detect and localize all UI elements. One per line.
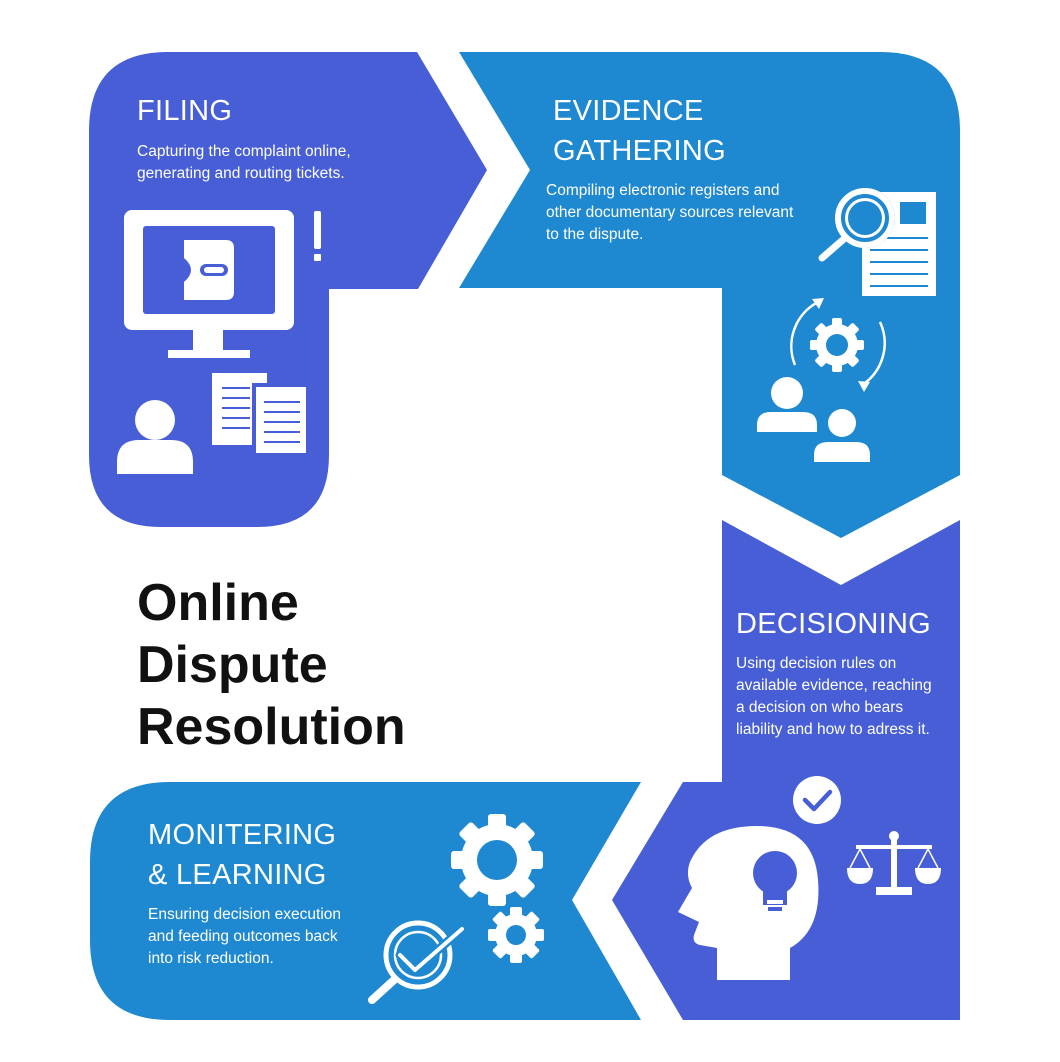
evidence-description: Compiling electronic registers and other… (546, 182, 794, 243)
filing-heading: FILING (137, 95, 233, 127)
head-lightbulb-icon (678, 826, 819, 980)
gear-cycle-icon (790, 298, 886, 392)
exclamation-icon (314, 211, 321, 261)
check-badge-icon (793, 776, 841, 824)
magnifier-check-icon (368, 920, 467, 1004)
main-title: Online Dispute Resolution (137, 574, 406, 756)
gears-icon (451, 814, 544, 963)
user-icon (117, 400, 193, 474)
people-icon (757, 377, 870, 462)
monitoring-description: Ensuring decision execution and feeding … (148, 906, 342, 967)
computer-monitor-icon (124, 210, 294, 358)
decisioning-heading: DECISIONING (736, 608, 932, 640)
monitoring-heading: MONITERING & LEARNING (148, 819, 337, 891)
evidence-heading: EVIDENCE GATHERING (553, 95, 726, 167)
filing-description: Capturing the complaint online, generati… (137, 143, 351, 182)
documents-icon (212, 373, 308, 453)
magnifier-document-icon (818, 188, 936, 296)
decisioning-description: Using decision rules on available eviden… (736, 655, 932, 738)
scales-icon (847, 831, 941, 895)
